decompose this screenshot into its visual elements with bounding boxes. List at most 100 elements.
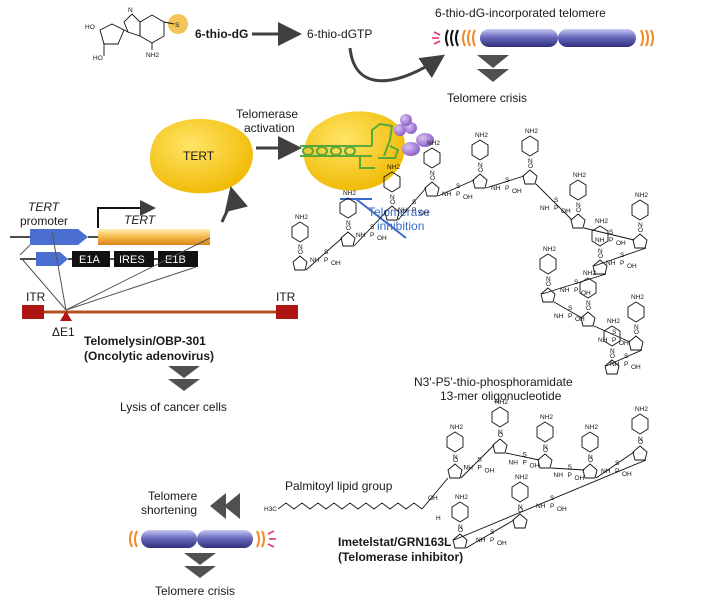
base-amine: NH2 [607, 318, 620, 325]
nucleobase-ring [627, 301, 645, 323]
base-amine: NH2 [450, 424, 463, 431]
amide-nh: NH [560, 287, 570, 294]
base-amine: NH2 [525, 128, 538, 135]
thio-sulfur: S [456, 183, 461, 190]
phosphate-hydroxyl: OH [512, 188, 522, 195]
sugar-ring [447, 463, 463, 479]
ring-oxygen: O [543, 447, 548, 454]
telomere-crisis-top: Telomere crisis [447, 91, 527, 105]
base-amine: NH2 [635, 406, 648, 413]
promoter-label: promoter [20, 214, 68, 228]
amide-nh: NH [509, 460, 519, 467]
palmitoyl-label: Palmitoyl lipid group [285, 479, 393, 493]
imetelstat-name: Imetelstat/GRN163L [338, 535, 451, 549]
imetelstat-structure: NH2NOPSOHNHNH2NOPSOHNHNH2NOPSOHNHNH2NOPS… [421, 399, 649, 549]
phosphate-hydroxyl: OH [463, 194, 473, 201]
thio-sulfur: S [612, 329, 617, 336]
rna-template-icon [300, 122, 400, 169]
ring-oxygen: O [546, 281, 551, 288]
base-nitrogen: N [546, 276, 551, 283]
nucleobase-ring [631, 199, 649, 221]
thio-sulfur: S [324, 249, 329, 256]
base-nitrogen: N [638, 436, 643, 443]
arrow-to-tert-protein [220, 186, 248, 223]
sugar-ring [512, 513, 528, 529]
down-arrow-top-icon [477, 55, 509, 82]
thio-sulfur: S [490, 529, 495, 536]
tert-protein-label: TERT [183, 149, 215, 163]
nucleobase-ring [581, 431, 599, 453]
phosphorus: P [568, 472, 572, 479]
tert-protein-blob [150, 118, 253, 194]
amide-nh: NH [610, 361, 620, 368]
base-nitrogen: N [458, 524, 463, 531]
lipid-methyl-label: H3C [264, 506, 277, 513]
phosphorus: P [456, 191, 460, 198]
sugar-ring [340, 231, 356, 247]
sugar-ring [582, 463, 598, 479]
linker-hydrogen: H [436, 515, 441, 522]
sugar-ring [604, 359, 620, 375]
backbone-bond [583, 227, 635, 241]
phosphate-hydroxyl: OH [627, 263, 637, 270]
e1b-label: E1B [165, 254, 186, 266]
base-nitrogen: N [586, 300, 591, 307]
phosphate-hydroxyl: OH [331, 260, 341, 267]
nucleobase-ring [339, 197, 357, 219]
nucleobase-ring [291, 221, 309, 243]
ires-box [114, 251, 154, 267]
lipid-chain-icon: H3C [264, 502, 423, 513]
nucleobase-ring [579, 277, 597, 299]
oligo-label-1: N3'-P5'-thio-phosphoramidate [414, 375, 573, 389]
backbone-bond [460, 444, 495, 479]
down-arrow-lysis-icon [168, 366, 200, 391]
sugar-ring [522, 169, 538, 185]
amide-nh: NH [598, 337, 608, 344]
phosphorus: P [568, 313, 572, 320]
black-cap-icon [445, 29, 459, 47]
amide-nh: NH [554, 472, 564, 479]
phosphate-hydroxyl: OH [622, 471, 632, 478]
thio-dg-structure: S NH2 N HO HO [85, 7, 188, 62]
nucleobase-ring [511, 481, 529, 503]
amide-nh: NH [442, 191, 452, 198]
tert-gene-bar [98, 229, 210, 245]
shortening-label-2: shortening [141, 503, 197, 517]
thio-sulfur: S [615, 460, 620, 467]
amide-nh: NH [310, 257, 320, 264]
phosphorus: P [624, 361, 628, 368]
e1a-box [72, 251, 110, 267]
base-amine: NH2 [540, 414, 553, 421]
orange-cap-left-icon [462, 29, 476, 47]
orange-cap-bottom-left-icon [129, 530, 138, 548]
amide-nh: NH [491, 185, 501, 192]
nucleobase-ring [631, 413, 649, 435]
phosphorus: P [615, 468, 619, 475]
amide-nh: NH [554, 313, 564, 320]
base-nitrogen: N [453, 454, 458, 461]
sulfur-highlight [168, 14, 188, 34]
sugar-ring [632, 233, 648, 249]
ring-oxygen: O [610, 353, 615, 360]
sugar-ring [292, 255, 308, 271]
ring-oxygen: O [638, 227, 643, 234]
hydroxyl-label-2: HO [93, 55, 103, 62]
amide-nh: NH [398, 207, 408, 214]
phosphate-hydroxyl: OH [616, 240, 626, 247]
imetelstat-subtitle: (Telomerase inhibitor) [338, 550, 463, 564]
base-amine: NH2 [635, 192, 648, 199]
nucleobase-ring [451, 501, 469, 523]
tert-promoter-arrow [30, 229, 88, 245]
phosphorus: P [612, 337, 616, 344]
telomere-crisis-bottom: Telomere crisis [155, 584, 235, 598]
nucleobase-ring [521, 135, 539, 157]
backbone-bond [595, 451, 635, 479]
base-amine: NH2 [573, 172, 586, 179]
short-arm-right [197, 530, 253, 548]
nucleobase-ring [539, 253, 557, 275]
ring-oxygen: O [346, 225, 351, 232]
orange-cap-bottom-right-icon [256, 530, 265, 548]
ring-oxygen: O [586, 305, 591, 312]
e1a-label: E1A [79, 254, 100, 266]
